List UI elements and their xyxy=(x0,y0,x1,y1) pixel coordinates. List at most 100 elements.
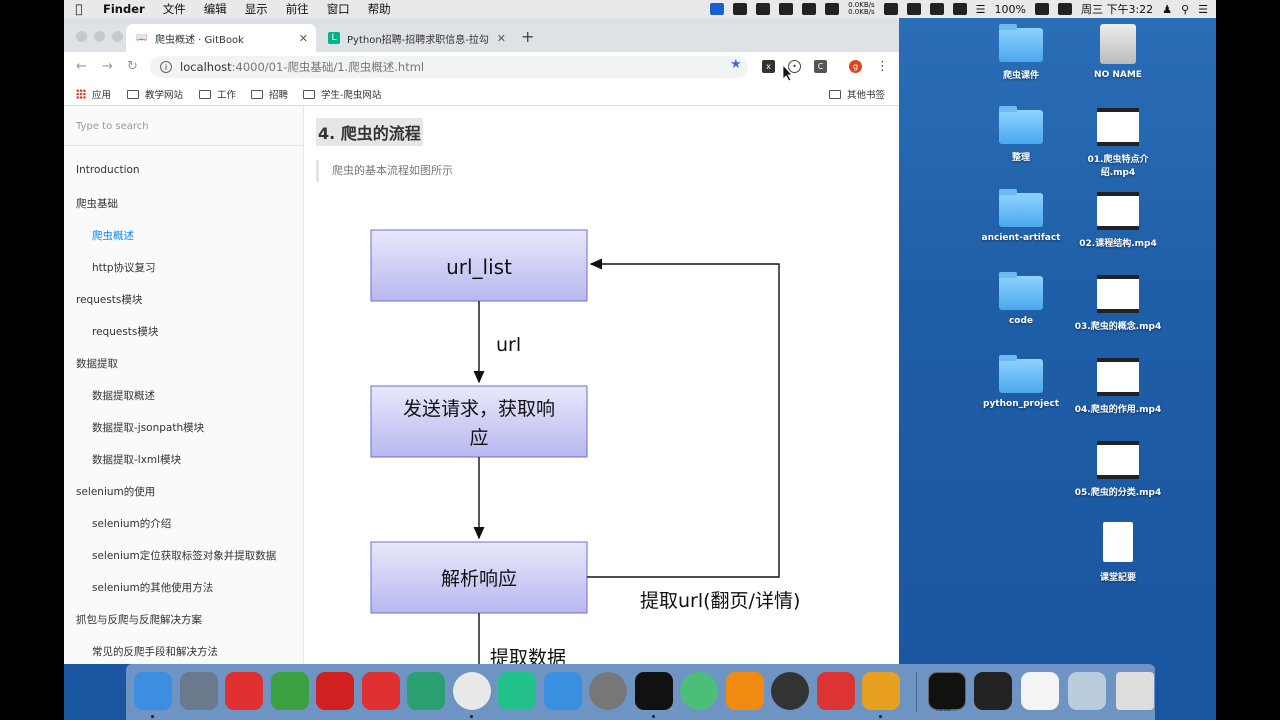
desktop-item-folder[interactable]: code xyxy=(976,272,1066,326)
address-bar[interactable]: i localhost :4000/01-爬虫基础/1.爬虫概述.html xyxy=(150,56,748,78)
desktop-item-video[interactable]: 03.爬虫的概念.mp4 xyxy=(1073,275,1163,332)
toc-item[interactable]: 数据提取概述 xyxy=(92,390,155,402)
finder-icon[interactable] xyxy=(134,672,172,710)
desktop-item-folder[interactable]: ancient-artifact xyxy=(976,189,1066,243)
apple-menu-icon[interactable]:  xyxy=(64,2,94,16)
trash-icon[interactable] xyxy=(1116,672,1154,710)
toc-item[interactable]: 数据提取 xyxy=(76,358,118,370)
memory-icon[interactable] xyxy=(883,3,898,15)
minimized-window-2[interactable] xyxy=(974,672,1012,710)
minimized-window-3[interactable] xyxy=(1021,672,1059,710)
mail-icon[interactable] xyxy=(361,672,400,710)
menu-window[interactable]: 窗口 xyxy=(326,2,350,16)
toc-item[interactable]: selenium定位获取标签对象并提取数据 xyxy=(92,550,277,562)
evernote-icon[interactable] xyxy=(270,672,309,710)
cpu-icon[interactable] xyxy=(906,3,921,15)
parallels-icon[interactable] xyxy=(816,672,855,710)
wifi-icon[interactable]: ☰ xyxy=(975,2,986,16)
desktop-item-video[interactable]: 05.爬虫的分类.mp4 xyxy=(1073,441,1163,498)
menu-clock[interactable]: 周三 下午3:22 xyxy=(1080,3,1154,16)
send-icon[interactable] xyxy=(802,3,817,15)
tab-lagou[interactable]: L Python招聘-招聘求职信息-拉勾 ✕ xyxy=(318,24,514,52)
minimize-window-button[interactable] xyxy=(94,31,105,42)
mic-icon[interactable] xyxy=(756,3,771,15)
status-app-icon[interactable] xyxy=(710,3,725,15)
desktop-item-document[interactable]: 课堂記要 xyxy=(1073,522,1163,583)
toc-item[interactable]: selenium的介绍 xyxy=(92,518,172,530)
system-preferences-icon[interactable] xyxy=(589,672,627,710)
menu-go[interactable]: 前往 xyxy=(285,2,309,16)
desktop-item-video[interactable]: 04.爬虫的作用.mp4 xyxy=(1073,358,1163,415)
bookmark-folder-other[interactable]: 其他书签 xyxy=(829,87,885,101)
toc-item[interactable]: selenium的其他使用方法 xyxy=(92,582,214,594)
forward-icon[interactable]: → xyxy=(102,59,113,74)
bookmark-folder-student[interactable]: 学生-爬虫网站 xyxy=(303,87,381,101)
toc-item[interactable]: Introduction xyxy=(76,164,140,176)
bookmark-folder-teaching[interactable]: 教学网站 xyxy=(127,87,183,101)
minimized-window-4[interactable] xyxy=(1068,672,1106,710)
bluetooth-icon[interactable] xyxy=(952,3,967,15)
keynote-icon[interactable] xyxy=(543,672,582,710)
display-icon[interactable] xyxy=(929,3,944,15)
extension-c-icon[interactable]: C xyxy=(814,60,827,73)
terminal-icon[interactable] xyxy=(634,672,673,710)
chrome-icon[interactable] xyxy=(452,672,491,710)
desktop-item-video[interactable]: 01.爬虫特点介绍.mp4 xyxy=(1073,108,1163,178)
close-icon[interactable]: ✕ xyxy=(298,31,308,45)
toc-item[interactable]: 数据提取-lxml模块 xyxy=(92,454,182,466)
spotlight-icon[interactable]: ⚲ xyxy=(1181,2,1190,16)
input-method-icon[interactable] xyxy=(779,3,794,15)
atom-icon[interactable] xyxy=(680,672,718,710)
scissors-icon[interactable] xyxy=(733,3,748,15)
more-menu-icon[interactable]: ⋮ xyxy=(876,59,889,74)
bookmark-folder-jobs[interactable]: 招聘 xyxy=(251,87,288,101)
reload-icon[interactable]: ↻ xyxy=(127,59,138,74)
toc-item[interactable]: 数据提取-jsonpath模块 xyxy=(92,422,205,434)
back-icon[interactable]: ← xyxy=(76,59,87,74)
tab-gitbook[interactable]: 📖 爬虫概述 · GitBook ✕ xyxy=(126,24,316,52)
network-icon[interactable] xyxy=(407,672,445,710)
desktop-item-folder[interactable]: python_project xyxy=(976,355,1066,409)
toc-item[interactable]: selenium的使用 xyxy=(76,486,156,498)
close-icon[interactable]: ✕ xyxy=(496,31,506,45)
sublime-icon[interactable] xyxy=(862,672,900,710)
minimized-terminal-window[interactable] xyxy=(928,672,966,710)
info-icon[interactable]: i xyxy=(160,61,172,73)
toc-item[interactable]: http协议复习 xyxy=(92,262,156,274)
desktop-item-video[interactable]: 02.课程结构.mp4 xyxy=(1073,192,1163,249)
menu-finder[interactable]: Finder xyxy=(103,2,145,16)
extension-x-icon[interactable]: x xyxy=(762,60,775,73)
bookmark-star-icon[interactable]: ★ xyxy=(730,57,742,72)
menu-help[interactable]: 帮助 xyxy=(367,2,391,16)
menu-view[interactable]: 显示 xyxy=(244,2,268,16)
vlc-icon[interactable] xyxy=(725,672,764,710)
pycharm-icon[interactable] xyxy=(498,672,536,710)
toc-item[interactable]: 抓包与反爬与反爬解决方案 xyxy=(76,614,202,626)
bookmark-apps[interactable]: 应用 xyxy=(76,87,111,101)
toc-item[interactable]: requests模块 xyxy=(92,326,159,338)
toc-item[interactable]: 爬虫概述 xyxy=(92,230,134,242)
stats-icon[interactable] xyxy=(825,3,840,15)
zoom-window-button[interactable] xyxy=(112,31,123,42)
extension-circle-icon[interactable]: • xyxy=(788,60,801,73)
new-tab-button[interactable]: + xyxy=(521,27,535,46)
battery-percent[interactable]: 100% xyxy=(994,2,1026,16)
toc-item[interactable]: requests模块 xyxy=(76,294,143,306)
close-window-button[interactable] xyxy=(76,31,87,42)
toc-item[interactable]: 常见的反爬手段和解决方法 xyxy=(92,646,218,658)
search-input[interactable]: Type to search xyxy=(64,106,303,146)
toc-item[interactable]: 爬虫基础 xyxy=(76,198,118,210)
bookmark-folder-work[interactable]: 工作 xyxy=(199,87,236,101)
menu-file[interactable]: 文件 xyxy=(162,2,186,16)
desktop-item-folder[interactable]: 整理 xyxy=(976,106,1066,163)
input-source-icon[interactable] xyxy=(1057,3,1072,15)
obs-icon[interactable] xyxy=(771,672,809,710)
desktop-item-disk[interactable]: NO NAME xyxy=(1073,24,1163,80)
menu-edit[interactable]: 编辑 xyxy=(203,2,227,16)
notification-center-icon[interactable]: ☰ xyxy=(1198,2,1208,16)
desktop-item-folder[interactable]: 爬虫课件 xyxy=(976,24,1066,81)
xmind-icon[interactable] xyxy=(225,672,263,710)
netease-music-icon[interactable] xyxy=(316,672,354,710)
user-icon[interactable]: ♟ xyxy=(1162,2,1173,16)
launchpad-icon[interactable] xyxy=(179,672,218,710)
